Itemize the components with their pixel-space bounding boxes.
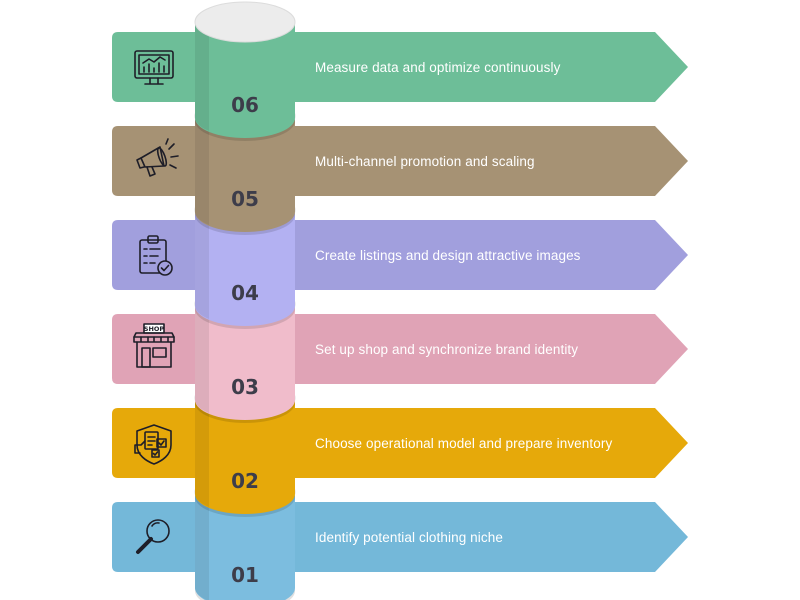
step-number: 04 (231, 281, 259, 305)
step-number: 01 (231, 563, 259, 587)
step-label: Measure data and optimize continuously (315, 60, 561, 75)
step-label: Identify potential clothing niche (315, 530, 503, 545)
clipboard-check-icon (139, 235, 173, 276)
step-label: Multi-channel promotion and scaling (315, 154, 535, 169)
cylinder-top (195, 2, 295, 42)
step-number: 06 (231, 93, 259, 117)
step-label: Set up shop and synchronize brand identi… (315, 342, 578, 357)
step-number: 05 (231, 187, 259, 211)
shop-icon (133, 323, 175, 368)
magnifier-icon (136, 519, 170, 554)
step-number: 02 (231, 469, 259, 493)
megaphone-icon (136, 138, 179, 177)
shop-sign-text: SHOP (144, 325, 165, 333)
cylinder-segment-06: 06 (194, 1, 296, 141)
monitor-chart-icon (134, 50, 174, 85)
step-label: Create listings and design attractive im… (315, 248, 581, 263)
step-label: Choose operational model and prepare inv… (315, 436, 612, 451)
step-number: 03 (231, 375, 259, 399)
shield-document-icon (134, 424, 172, 465)
